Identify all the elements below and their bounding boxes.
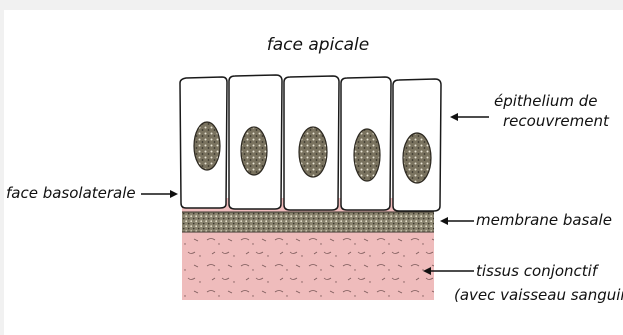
- nucleus: [299, 127, 327, 177]
- label-tissus-line1: tissus conjonctif: [476, 262, 600, 280]
- label-tissus-line2: (avec vaisseau sanguin): [454, 286, 623, 304]
- label-epithelium-line2: recouvrement: [503, 112, 610, 130]
- nucleus: [194, 122, 220, 170]
- tissus-conjonctif: [182, 232, 434, 300]
- arrow-membrane-basale: [440, 217, 474, 225]
- nucleus: [403, 133, 431, 183]
- cell-4: [341, 77, 391, 210]
- nucleus: [241, 127, 267, 175]
- cell-3: [284, 76, 339, 210]
- cell-2: [229, 75, 282, 209]
- label-epithelium-line1: épithelium de: [494, 92, 598, 110]
- arrow-face-basolaterale: [141, 190, 178, 198]
- label-face-apicale: face apicale: [267, 35, 370, 55]
- label-face-basolaterale: face basolaterale: [6, 184, 136, 202]
- arrow-epithelium: [450, 113, 489, 121]
- cell-5: [393, 79, 441, 211]
- cell-1: [180, 77, 227, 208]
- label-membrane-basale: membrane basale: [476, 211, 612, 229]
- arrow-tissus-conjonctif: [423, 267, 474, 275]
- membrane-basale: [182, 212, 434, 232]
- nucleus: [354, 129, 380, 181]
